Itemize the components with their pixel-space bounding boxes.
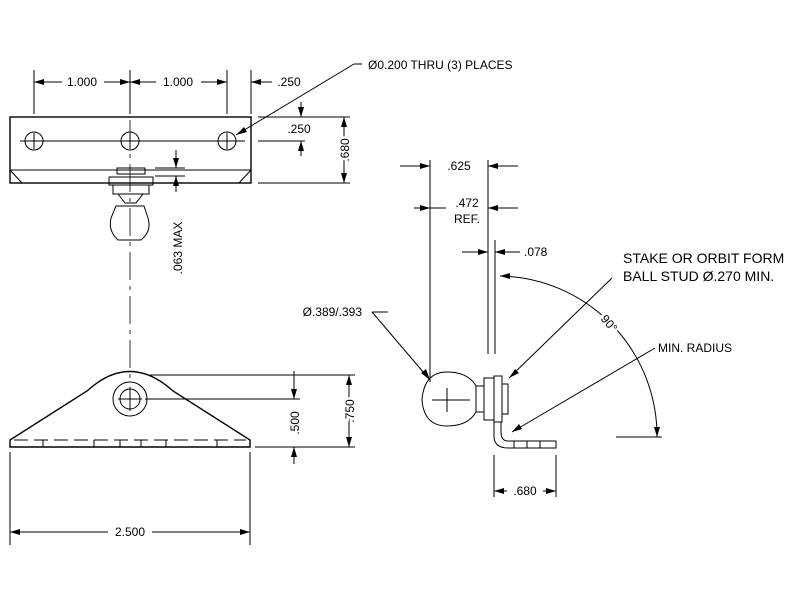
plate-outline bbox=[9, 116, 252, 184]
dim-length: 2.500 bbox=[115, 525, 145, 539]
side-bracket bbox=[493, 422, 557, 449]
dim-625: .625 bbox=[447, 159, 471, 173]
dim-ref: REF. bbox=[454, 212, 480, 226]
bracket-outline bbox=[9, 370, 251, 448]
note-stake-line1: STAKE OR ORBIT FORM bbox=[623, 250, 784, 266]
angle-arc bbox=[499, 275, 658, 438]
front-hole bbox=[112, 381, 148, 417]
top-view: 1.000 1.000 .250 Ø0.200 THRU (3) PLACES … bbox=[9, 58, 513, 380]
dim-472: .472 bbox=[455, 196, 479, 210]
dim-edge-offset: .250 bbox=[277, 75, 301, 89]
note-stake-line2: BALL STUD Ø.270 MIN. bbox=[623, 268, 774, 284]
side-ball bbox=[421, 371, 477, 427]
dim-max: .063 MAX bbox=[171, 222, 185, 275]
dim-total-height: .750 bbox=[343, 399, 357, 423]
hole-right bbox=[217, 131, 237, 151]
angle-label: 90° bbox=[598, 312, 621, 335]
hole-callout: Ø0.200 THRU (3) PLACES bbox=[368, 58, 513, 72]
dim-hole-from-top: .250 bbox=[287, 122, 311, 136]
dim-hole-height: .500 bbox=[288, 411, 302, 435]
dim-hole-spacing-1: 1.000 bbox=[67, 75, 97, 89]
side-stud-hex bbox=[475, 375, 509, 423]
side-view: .625 .472 REF. .078 Ø.389/.393 STAKE OR … bbox=[303, 159, 785, 498]
dim-width: .680 bbox=[338, 138, 352, 162]
dim-680: .680 bbox=[513, 484, 537, 498]
hole-left bbox=[24, 131, 44, 151]
dim-078: .078 bbox=[524, 245, 548, 259]
front-view: .500 .750 2.500 bbox=[9, 370, 360, 545]
note-radius: MIN. RADIUS bbox=[658, 341, 732, 355]
stud-top-view bbox=[108, 167, 154, 241]
dim-ball-dia: Ø.389/.393 bbox=[303, 305, 363, 319]
dim-hole-spacing-2: 1.000 bbox=[163, 75, 193, 89]
